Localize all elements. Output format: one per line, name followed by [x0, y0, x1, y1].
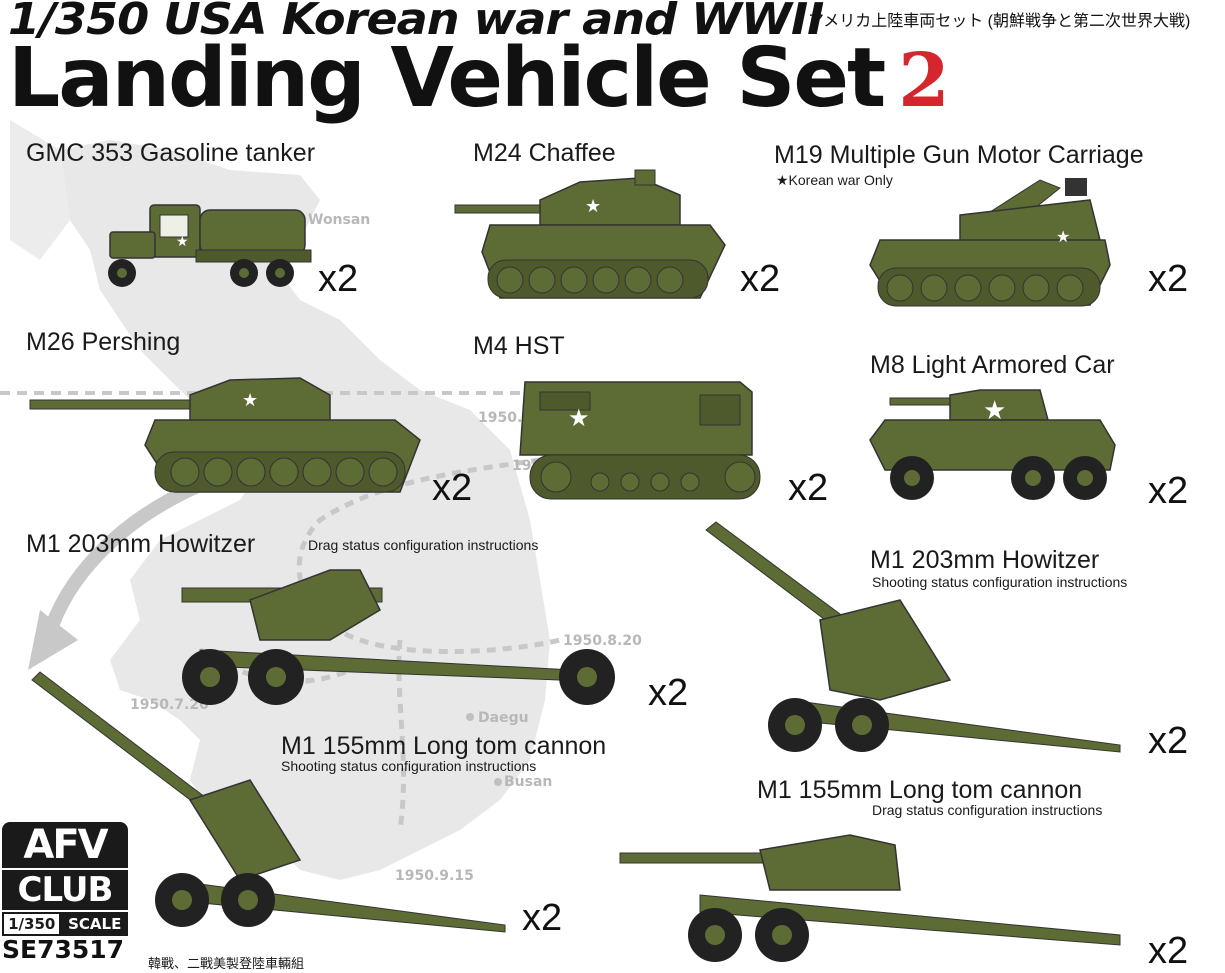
map-label-wonsan: Wonsan: [308, 212, 371, 228]
vehicle-qty-long-tom-shoot: x2: [522, 897, 563, 939]
afv-club-logo: AFV CLUB 1/350 SCALE SE73517: [2, 822, 128, 964]
vehicle-qty-m1-howitzer-shoot: x2: [1148, 720, 1189, 762]
vehicle-note-long-tom-drag: Drag status configuration instructions: [872, 802, 1103, 818]
gmc353-illustration: ★: [108, 204, 312, 287]
map-label-daegu: Daegu: [478, 710, 529, 726]
landing-arrow-head: [28, 610, 78, 670]
vehicle-name-m24: M24 Chaffee: [473, 139, 616, 167]
daegu-dot: [466, 713, 474, 721]
vehicle-name-m1-howitzer-drag: M1 203mm Howitzer: [26, 530, 256, 558]
svg-text:★: ★: [176, 234, 189, 250]
vehicle-qty-gmc353: x2: [318, 258, 359, 300]
logo-scale-row: 1/350 SCALE: [2, 910, 128, 936]
product-code: SE73517: [2, 935, 125, 964]
title-japanese: アメリカ上陸車両セット (朝鮮戦争と第二次世界大戦): [808, 13, 1191, 30]
long-tom-shoot-illustration: [31, 671, 506, 933]
logo-scale-number: 1/350: [2, 912, 62, 936]
vehicle-qty-m26: x2: [432, 467, 473, 509]
map-label-date-1: 1950.6: [478, 410, 533, 426]
map-label-busan: Busan: [504, 774, 553, 790]
svg-text:★: ★: [983, 396, 1006, 426]
m1-howitzer-shoot-illustration: [705, 521, 1121, 753]
svg-text:★: ★: [242, 390, 258, 411]
vehicle-name-m19: M19 Multiple Gun Motor Carriage: [774, 141, 1144, 169]
vehicle-note-long-tom-shoot: Shooting status configuration instructio…: [281, 758, 537, 774]
title-main: Landing Vehicle Set: [8, 31, 886, 126]
vehicle-note-m1-howitzer-drag: Drag status configuration instructions: [308, 537, 539, 553]
m24-illustration: ★: [454, 169, 726, 299]
vehicle-note-m1-howitzer-shoot: Shooting status configuration instructio…: [872, 574, 1128, 590]
svg-text:★: ★: [568, 404, 590, 432]
vehicle-name-m4hst: M4 HST: [473, 332, 565, 360]
logo-club-text: CLUB: [2, 868, 128, 910]
vehicle-name-m26: M26 Pershing: [26, 328, 181, 356]
m8-illustration: ★: [869, 389, 1116, 500]
vehicle-name-long-tom-drag: M1 155mm Long tom cannon: [757, 776, 1083, 804]
vehicle-qty-m4hst: x2: [788, 467, 829, 509]
vehicle-name-m8: M8 Light Armored Car: [870, 351, 1115, 379]
map-label-date-3: 1950.8.20: [563, 633, 642, 649]
vehicle-qty-long-tom-drag: x2: [1148, 930, 1189, 972]
vehicle-qty-m24: x2: [740, 258, 781, 300]
chinese-product-name: 韓戰、二戰美製登陸車輛組: [148, 956, 305, 971]
vehicle-name-gmc353: GMC 353 Gasoline tanker: [26, 139, 316, 167]
map-label-date-4: 1950.7.20: [130, 697, 209, 713]
korea-peninsula-shape: [60, 140, 550, 880]
m4hst-illustration: ★: [519, 381, 761, 500]
svg-text:★: ★: [1056, 227, 1070, 246]
svg-text:★: ★: [585, 196, 601, 217]
vehicle-name-long-tom-shoot: M1 155mm Long tom cannon: [281, 732, 607, 760]
title-line-1: 1/350 USA Korean war and WWII: [8, 0, 824, 45]
map-label-date-5: 1950.9.15: [395, 868, 474, 884]
vehicle-note-m19: ★Korean war Only: [776, 172, 893, 188]
logo-scale-word: SCALE: [61, 912, 128, 936]
vehicle-qty-m1-howitzer-drag: x2: [648, 672, 689, 714]
vehicle-qty-m19: x2: [1148, 258, 1189, 300]
m1-howitzer-drag-illustration: [181, 569, 615, 705]
title-set-number: 2: [898, 38, 949, 124]
m26-illustration: ★: [29, 377, 421, 493]
vehicle-name-m1-howitzer-shoot: M1 203mm Howitzer: [870, 546, 1100, 574]
vehicle-qty-m8: x2: [1148, 470, 1189, 512]
logo-afv-text: AFV: [2, 822, 128, 868]
busan-dot: [494, 778, 502, 786]
m19-illustration: ★: [869, 178, 1111, 307]
korea-north-shape: [10, 120, 70, 260]
long-tom-drag-illustration: [619, 834, 1121, 962]
